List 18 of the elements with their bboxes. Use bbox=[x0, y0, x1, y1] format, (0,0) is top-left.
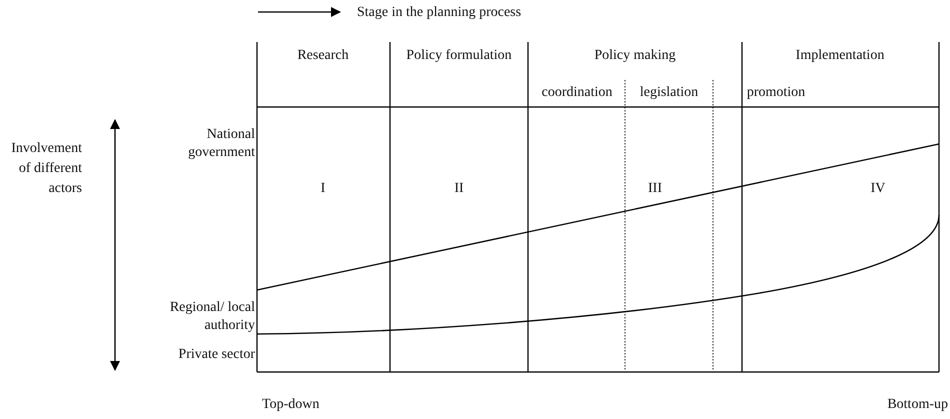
column-header: Policy formulation bbox=[406, 47, 512, 64]
axis-label: Involvement of different actors bbox=[10, 140, 82, 198]
row-label: Private sector bbox=[178, 346, 255, 363]
axis-end-label: Bottom-up bbox=[887, 396, 948, 413]
roman-numeral: I bbox=[320, 180, 326, 197]
roman-numeral: III bbox=[648, 180, 662, 197]
sub-column-header: promotion bbox=[746, 84, 806, 101]
roman-numeral: II bbox=[454, 180, 464, 197]
roman-numeral: IV bbox=[870, 180, 886, 197]
axis-label: Stage in the planning process bbox=[357, 4, 522, 21]
column-header: Implementation bbox=[796, 47, 884, 64]
row-label: National government bbox=[187, 126, 255, 162]
row-label: Regional/ local authority bbox=[168, 299, 255, 335]
axis-end-label: Top-down bbox=[262, 396, 320, 413]
column-header: Policy making bbox=[594, 47, 676, 64]
sub-column-header: coordination bbox=[542, 84, 612, 101]
sub-column-header: legislation bbox=[640, 84, 698, 101]
column-header: Research bbox=[297, 47, 349, 64]
